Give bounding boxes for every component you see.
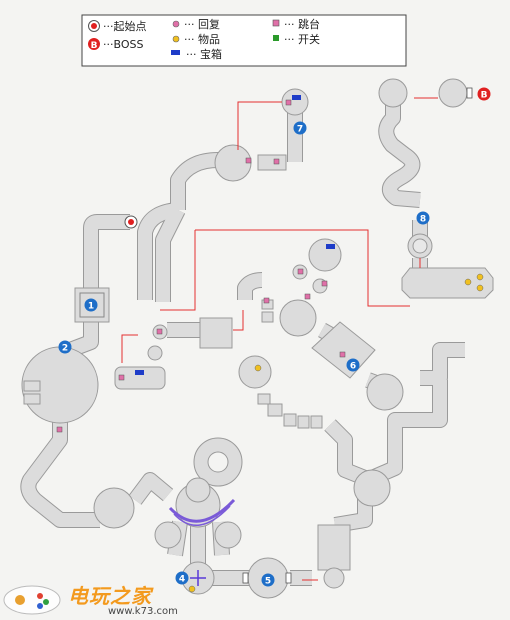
room-arc-step-4	[297, 415, 310, 429]
legend-item-label: ··· 物品	[184, 32, 220, 46]
jump-pad-icon	[118, 374, 125, 381]
room-chest-north	[308, 238, 342, 272]
svg-text:2: 2	[62, 344, 68, 354]
svg-text:6: 6	[350, 362, 356, 372]
boss-badge: B	[91, 41, 98, 51]
switch-icon	[273, 35, 279, 41]
room-boss	[438, 78, 468, 108]
room-pod-b	[147, 345, 163, 361]
marker-2[interactable]	[58, 340, 72, 354]
room-arc-step-2	[267, 403, 283, 417]
boss-icon[interactable]	[477, 87, 491, 101]
jump-pad-icon	[273, 158, 280, 165]
room-chest-west	[114, 366, 166, 390]
room-arc-start	[238, 355, 272, 389]
marker-7[interactable]	[293, 121, 307, 135]
jump-pad-icon	[304, 293, 311, 300]
jump-pad-icon	[245, 157, 252, 164]
legend: ···起始点 B ···BOSS ··· 回复 ··· 物品 ··· 宝箱 ··…	[81, 14, 407, 67]
door-boss	[466, 87, 473, 99]
connectors	[121, 97, 438, 581]
purple-barrier-arc	[168, 498, 236, 523]
room-south	[317, 524, 351, 571]
jump-pad-icon	[339, 351, 346, 358]
markers: 1 2 4 5 6 7 8	[58, 121, 430, 587]
jump-pad-icon	[56, 426, 63, 433]
watermark-title: 电玩之家	[68, 584, 152, 608]
purple-barrier-arc-inner	[173, 505, 231, 527]
room-mid-step-a	[261, 311, 274, 323]
door	[285, 572, 292, 584]
room-8-inner	[412, 238, 428, 254]
jump-pad-icon	[321, 280, 328, 287]
boss-badge: B	[481, 91, 488, 101]
legend-start-label: ···起始点	[103, 19, 147, 33]
icons: B	[56, 87, 491, 593]
room-fan-west	[154, 521, 182, 549]
svg-text:4: 4	[179, 575, 185, 585]
room-west-ledge-a	[23, 380, 41, 392]
room-arc-step-3	[283, 413, 297, 427]
room-6	[311, 321, 376, 379]
room-fan-east	[214, 521, 242, 549]
room-mid-round	[279, 299, 317, 337]
room-east-round	[366, 373, 404, 411]
svg-text:5: 5	[265, 577, 271, 587]
item-icon[interactable]	[188, 585, 196, 593]
legend-switch-label: ··· 开关	[284, 32, 320, 46]
item-icon[interactable]	[476, 273, 484, 281]
chest-icon[interactable]	[135, 370, 144, 375]
svg-text:8: 8	[420, 215, 426, 225]
item-icon[interactable]	[476, 284, 484, 292]
recover-icon	[172, 20, 180, 28]
room-southwest-round	[93, 487, 135, 529]
svg-text:7: 7	[297, 125, 303, 135]
legend-recover-label: ··· 回复	[184, 17, 220, 31]
watermark-url: www.k73.com	[108, 606, 178, 617]
room-arc-step-5	[310, 415, 323, 429]
floor	[20, 78, 494, 599]
room-east-chamber	[401, 267, 494, 299]
chest-icon[interactable]	[326, 244, 335, 249]
room-west-ledge-b	[23, 393, 41, 405]
room-arc-step-1	[257, 393, 271, 405]
room-fan-center	[185, 477, 211, 503]
marker-5[interactable]	[261, 573, 275, 587]
jump-pad-icon	[272, 19, 280, 27]
svg-text:1: 1	[88, 302, 94, 312]
chest-icon[interactable]	[292, 95, 301, 100]
chest-icon	[171, 50, 180, 55]
boss-icon	[88, 38, 100, 50]
legend-boss-label: ···BOSS	[103, 38, 143, 51]
room-north-east	[257, 154, 287, 171]
marker-4[interactable]	[175, 571, 189, 585]
room-mid-west	[199, 317, 233, 349]
marker-6[interactable]	[346, 358, 360, 372]
jump-pad-icon	[263, 297, 270, 304]
jump-pad-icon	[297, 268, 304, 275]
room-north	[214, 144, 252, 182]
marker-1[interactable]	[84, 298, 98, 312]
jump-pad-icon	[156, 328, 163, 335]
watermark-logo-icon	[3, 585, 61, 615]
marker-8[interactable]	[416, 211, 430, 225]
item-icon[interactable]	[464, 278, 472, 286]
legend-jump-label: ··· 跳台	[284, 17, 320, 31]
room-south-east	[353, 469, 391, 507]
item-icon	[172, 35, 180, 43]
room-loop-hole	[207, 451, 229, 473]
jump-pad-icon	[285, 99, 292, 106]
door	[242, 572, 249, 584]
start-point-icon-core	[128, 219, 134, 225]
room-south-pod	[323, 567, 345, 589]
start-point-icon-core	[91, 23, 97, 29]
item-icon[interactable]	[254, 364, 262, 372]
legend-chest-label: ··· 宝箱	[186, 47, 222, 61]
room-serpent-top	[378, 78, 408, 108]
